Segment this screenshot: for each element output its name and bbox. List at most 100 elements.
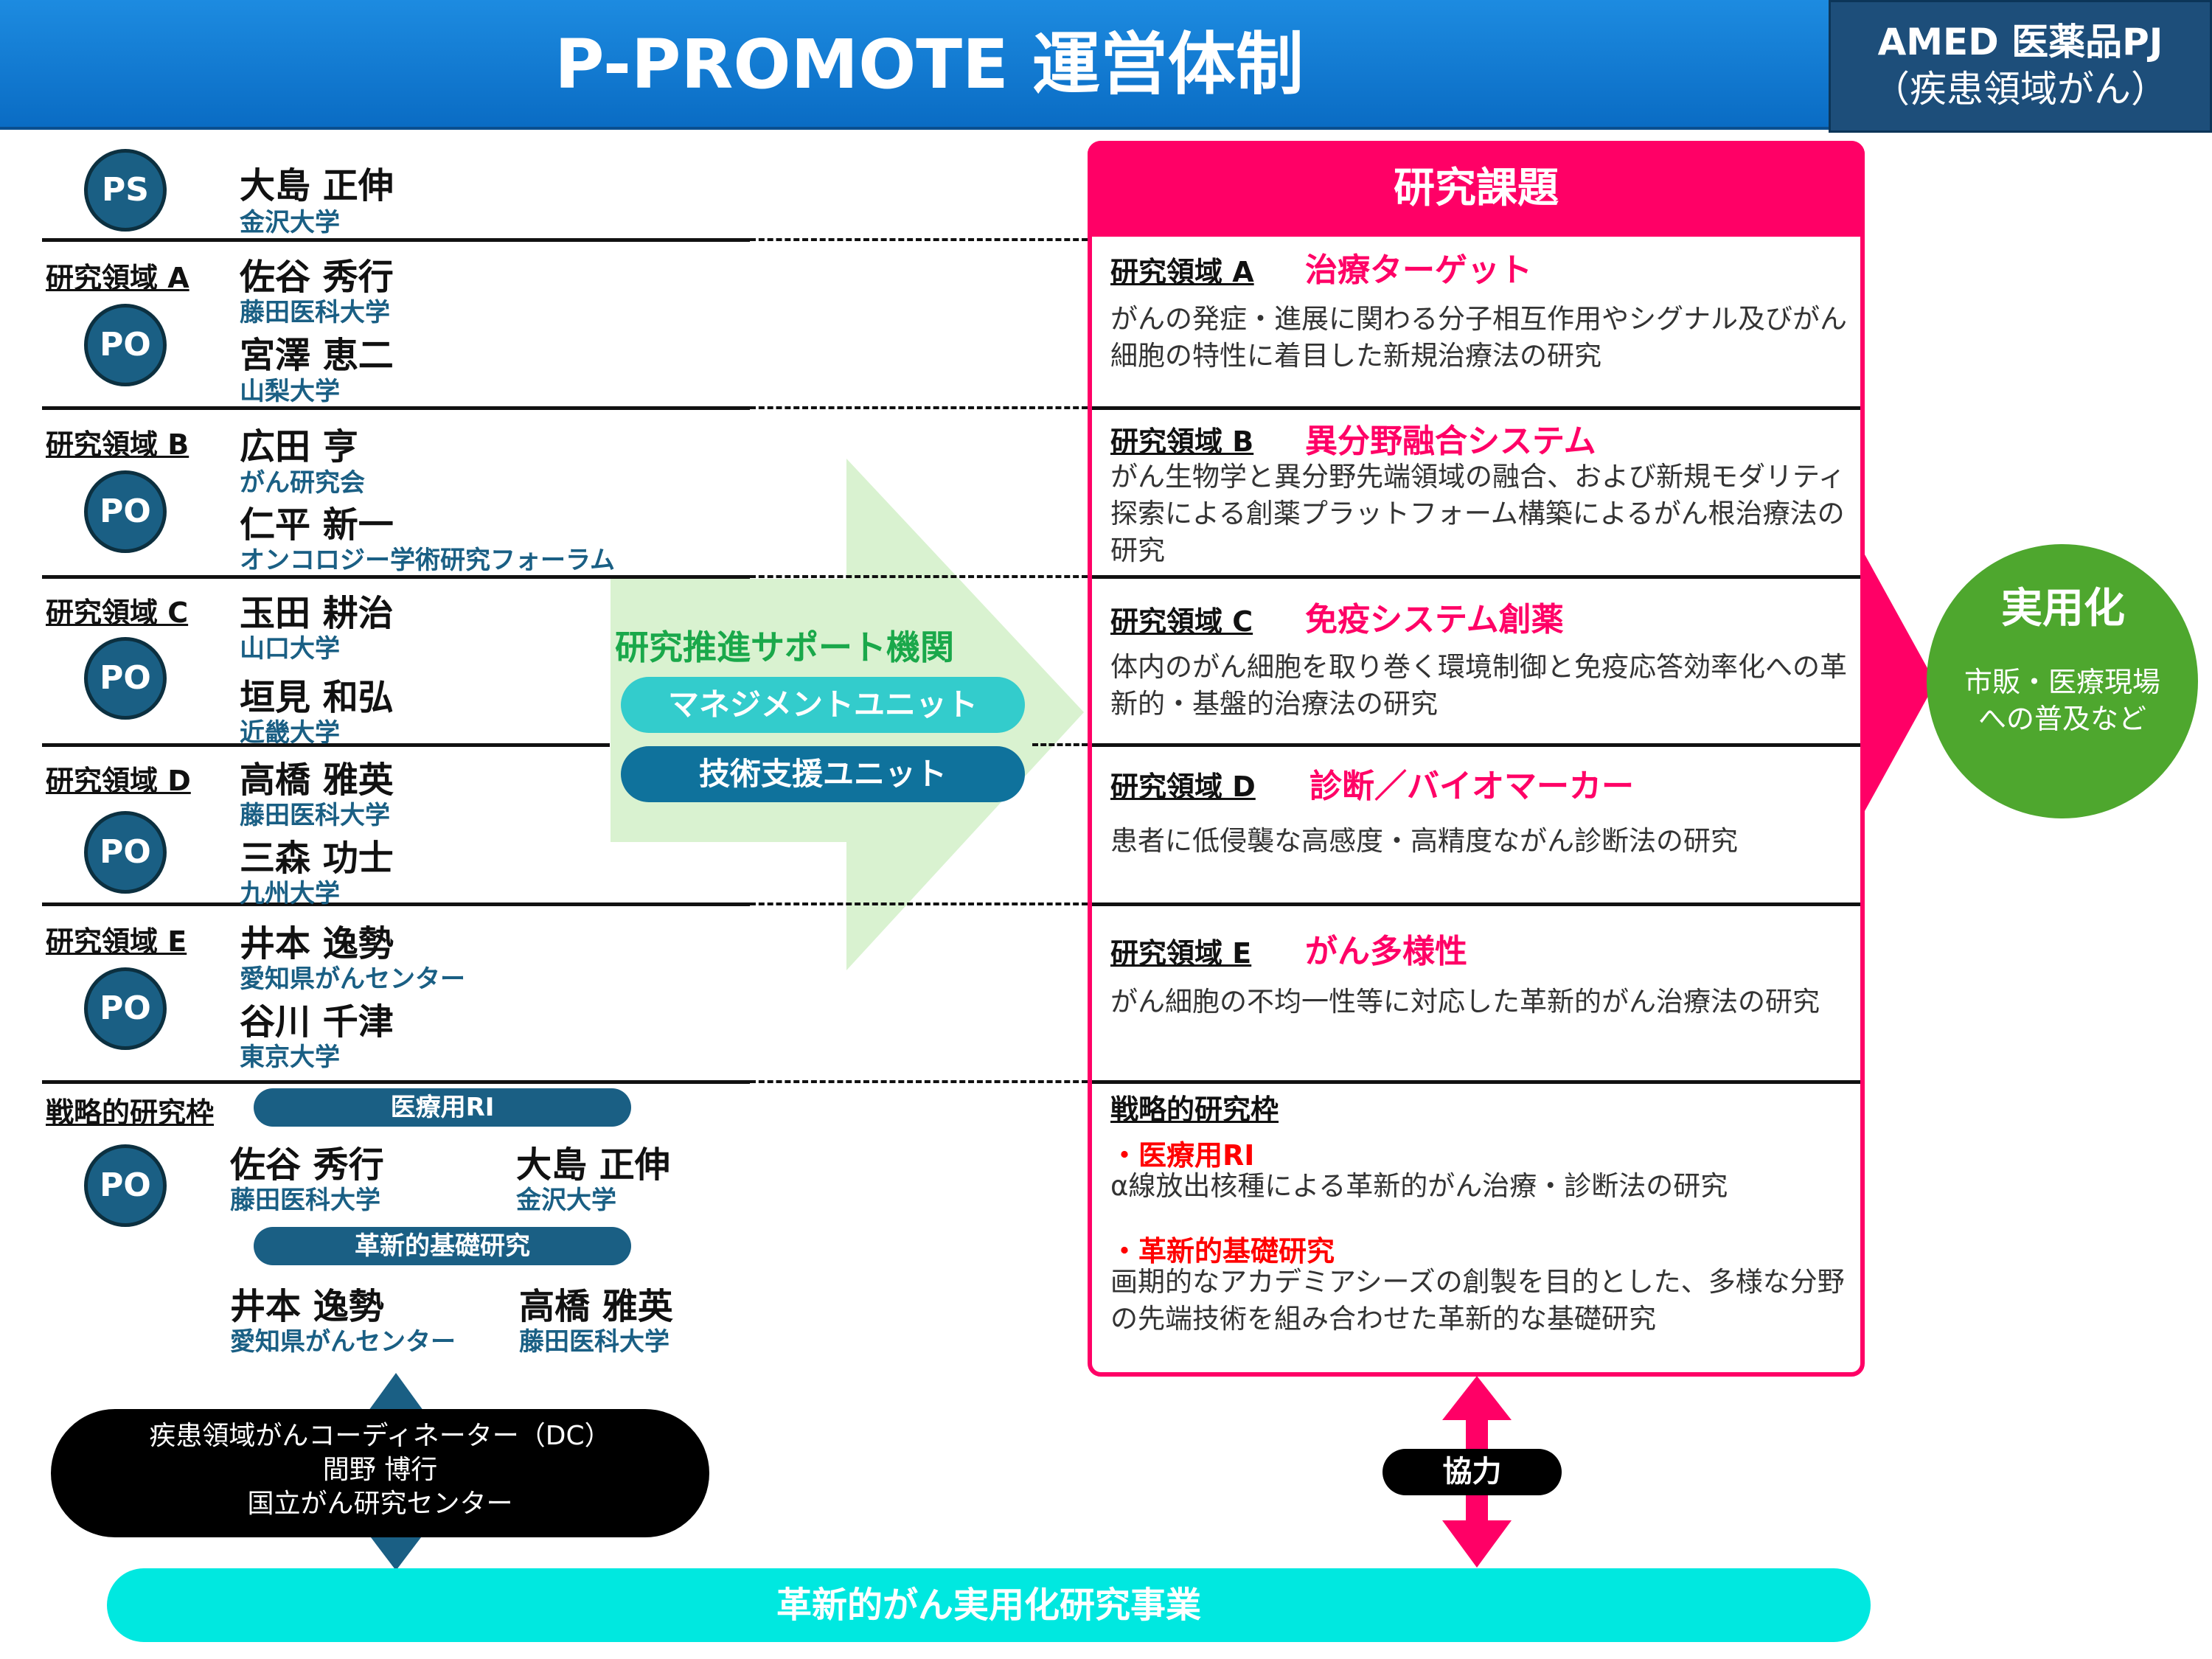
dashed-divider (750, 1080, 1088, 1083)
person-name: 大島 正伸 (516, 1144, 670, 1186)
divider (1092, 743, 1860, 747)
badge-line2: （疾患領域がん） (1873, 68, 2168, 111)
person-name: 垣見 和弘 (240, 677, 394, 718)
person-affiliation: 金沢大学 (240, 208, 340, 237)
person-affiliation: 藤田医科大学 (230, 1186, 380, 1215)
person-affiliation: 藤田医科大学 (240, 801, 390, 830)
page-title: P-PROMOTE 運営体制 (554, 25, 1304, 104)
divider (42, 743, 610, 747)
person-affiliation: 山口大学 (240, 634, 340, 664)
person-name: 井本 逸勢 (240, 923, 394, 964)
topic-title-d: 診断／バイオマーカー (1310, 768, 1634, 805)
po-badge: PO (84, 1144, 167, 1227)
person-affiliation: オンコロジー学術研究フォーラム (240, 546, 615, 575)
person-affiliation: 山梨大学 (240, 377, 340, 406)
practical-title: 実用化 (2001, 585, 2125, 633)
person-affiliation: 近畿大学 (240, 718, 340, 748)
tech-support-unit: 技術支援ユニット (621, 746, 1025, 802)
person-name: 宮澤 恵二 (240, 335, 394, 376)
area-label-b: 研究領域 B (46, 428, 189, 461)
topic-title-e: がん多様性 (1305, 933, 1467, 970)
area-label-c: 研究領域 C (46, 597, 189, 629)
person-affiliation: 藤田医科大学 (519, 1327, 669, 1357)
person-affiliation: 東京大学 (240, 1043, 340, 1072)
dc-affiliation: 国立がん研究センター (247, 1489, 513, 1519)
divider (1092, 575, 1860, 579)
strategic-label: 戦略的研究枠 (46, 1096, 215, 1129)
strategic-item2-title: ・革新的基礎研究 (1110, 1235, 1335, 1267)
person-name: 広田 亨 (240, 426, 358, 467)
amed-badge: AMED 医薬品PJ （疾患領域がん） (1829, 0, 2212, 133)
topic-title-a: 治療ターゲット (1305, 251, 1532, 289)
person-name: 佐谷 秀行 (240, 257, 394, 298)
dashed-divider (1032, 743, 1088, 746)
person-affiliation: 愛知県がんセンター (240, 964, 465, 994)
dashed-divider (750, 238, 1088, 241)
header-bar (0, 0, 1829, 130)
po-badge: PO (84, 811, 167, 894)
area-label-d: 研究領域 D (46, 765, 191, 797)
divider (42, 406, 750, 410)
person-affiliation: 愛知県がんセンター (230, 1327, 456, 1357)
divider (42, 575, 750, 579)
po-badge: PO (84, 967, 167, 1050)
dc-title: 疾患領域がんコーディネーター（DC） (149, 1421, 611, 1451)
person-name: 佐谷 秀行 (230, 1144, 384, 1186)
topic-desc-d: 患者に低侵襲な高感度・高精度ながん診断法の研究 (1110, 825, 1738, 857)
research-panel (1088, 141, 1865, 1377)
pink-pointer (1865, 554, 1935, 811)
person-name: 高橋 雅英 (519, 1286, 673, 1327)
topic-desc-a: がんの発症・進展に関わる分子相互作用やシグナル及びがん細胞の特性に着目した新規治… (1110, 303, 1847, 372)
topic-title-c: 免疫システム創薬 (1305, 601, 1564, 639)
dc-name: 間野 博行 (322, 1455, 438, 1485)
topic-area-b: 研究領域 B (1110, 425, 1254, 458)
ps-badge: PS (84, 149, 167, 232)
po-badge: PO (84, 470, 167, 553)
person-affiliation: がん研究会 (240, 468, 365, 498)
person-name: 大島 正伸 (240, 165, 394, 206)
person-name: 井本 逸勢 (230, 1286, 384, 1327)
topic-area-e: 研究領域 E (1110, 937, 1252, 970)
strategic-item1-title: ・医療用RI (1110, 1139, 1255, 1172)
person-affiliation: 九州大学 (240, 879, 340, 908)
area-label-e: 研究領域 E (46, 925, 187, 958)
person-name: 高橋 雅英 (240, 759, 394, 801)
person-name: 三森 功士 (240, 838, 394, 879)
dashed-divider (750, 575, 1088, 578)
divider (42, 902, 750, 906)
person-affiliation: 金沢大学 (516, 1186, 616, 1215)
badge-line1: AMED 医薬品PJ (1877, 21, 2163, 63)
cooperation-label: 協力 (1382, 1449, 1562, 1495)
divider (1092, 902, 1860, 906)
practical-desc: 市販・医療現場への普及など (1964, 666, 2160, 735)
topic-desc-e: がん細胞の不均一性等に対応した革新的がん治療法の研究 (1110, 986, 1820, 1018)
management-unit: マネジメントユニット (621, 677, 1025, 733)
person-affiliation: 藤田医科大学 (240, 298, 390, 327)
divider (1092, 406, 1860, 410)
support-title: 研究推進サポート機関 (615, 627, 954, 667)
topic-desc-b: がん生物学と異分野先端領域の融合、および新規モダリティ探索による創薬プラットフォ… (1110, 461, 1846, 566)
po-badge: PO (84, 304, 167, 386)
person-name: 玉田 耕治 (240, 593, 394, 634)
person-name: 仁平 新一 (240, 504, 394, 546)
dashed-divider (750, 902, 1088, 905)
area-label-a: 研究領域 A (46, 262, 189, 294)
strategic-topic-label: 戦略的研究枠 (1110, 1093, 1279, 1126)
practical-circle (1927, 544, 2198, 818)
po-badge: PO (84, 637, 167, 720)
topic-title-b: 異分野融合システム (1305, 422, 1596, 460)
dc-box: 疾患領域がんコーディネーター（DC） 間野 博行 国立がん研究センター (51, 1409, 709, 1537)
panel-title: 研究課題 (1088, 141, 1865, 237)
topic-area-c: 研究領域 C (1110, 605, 1253, 638)
topic-area-a: 研究領域 A (1110, 256, 1254, 288)
group-label-ri: 医療用RI (254, 1088, 631, 1127)
divider (42, 238, 750, 242)
group-label-basic: 革新的基礎研究 (254, 1227, 631, 1265)
divider (42, 1080, 750, 1084)
dashed-divider (750, 406, 1088, 409)
topic-desc-c: 体内のがん細胞を取り巻く環境制御と免疫応答効率化への革新的・基盤的治療法の研究 (1110, 651, 1847, 720)
strategic-item2-desc: 画期的なアカデミアシーズの創製を目的とした、多様な分野の先端技術を組み合わせた革… (1110, 1266, 1845, 1335)
footer-program-bar: 革新的がん実用化研究事業 (107, 1568, 1871, 1642)
strategic-item1-desc: α線放出核種による革新的がん治療・診断法の研究 (1110, 1170, 1728, 1202)
topic-area-d: 研究領域 D (1110, 771, 1256, 803)
